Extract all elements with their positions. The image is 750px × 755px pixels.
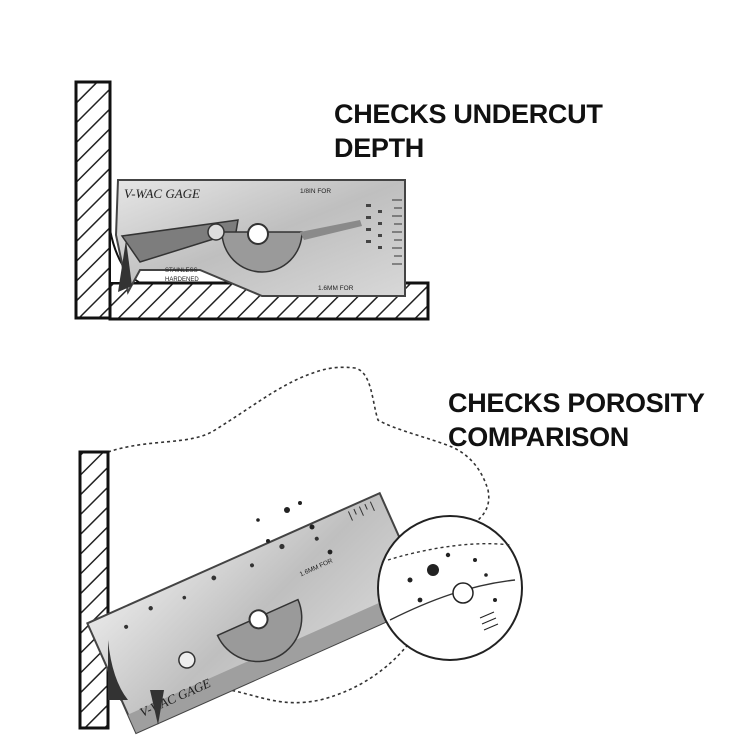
weld-bead — [108, 640, 128, 700]
undercut-gage: V-WAC GAGE 1/8IN FOR 1.6MM FOR STAINLESS… — [114, 179, 406, 297]
caption-undercut: CHECKS UNDERCUT DEPTH — [334, 97, 603, 165]
pivot-hole — [247, 223, 269, 245]
scale-label-top: 1/8IN FOR — [300, 188, 331, 195]
magnified-view — [377, 515, 523, 661]
vertical-plate — [74, 80, 112, 320]
porosity-holes — [256, 501, 333, 555]
gage-label: V-WAC GAGE — [124, 186, 200, 201]
caption-porosity: CHECKS POROSITY COMPARISON — [448, 386, 705, 454]
panel-porosity: V-WAC GAGE 1.6MM FOR — [78, 366, 523, 735]
caption-undercut-line-1: CHECKS UNDERCUT — [334, 99, 603, 129]
scale-label-bottom: 1.6MM FOR — [318, 285, 354, 292]
weld-outline — [107, 366, 490, 704]
vertical-plate — [78, 450, 110, 730]
caption-undercut-line-2: DEPTH — [334, 133, 425, 163]
plate-text-line-2: HARDENED — [165, 277, 199, 283]
gage-scale — [392, 199, 402, 265]
plate-text-line-1: STAINLESS — [165, 268, 198, 274]
gage-dial — [221, 231, 303, 273]
porosity-gage: V-WAC GAGE 1.6MM FOR — [86, 491, 430, 735]
caption-porosity-line-2: COMPARISON — [448, 422, 630, 452]
caption-porosity-line-1: CHECKS POROSITY — [448, 388, 705, 418]
panel-undercut: V-WAC GAGE 1/8IN FOR 1.6MM FOR STAINLESS… — [74, 80, 430, 321]
